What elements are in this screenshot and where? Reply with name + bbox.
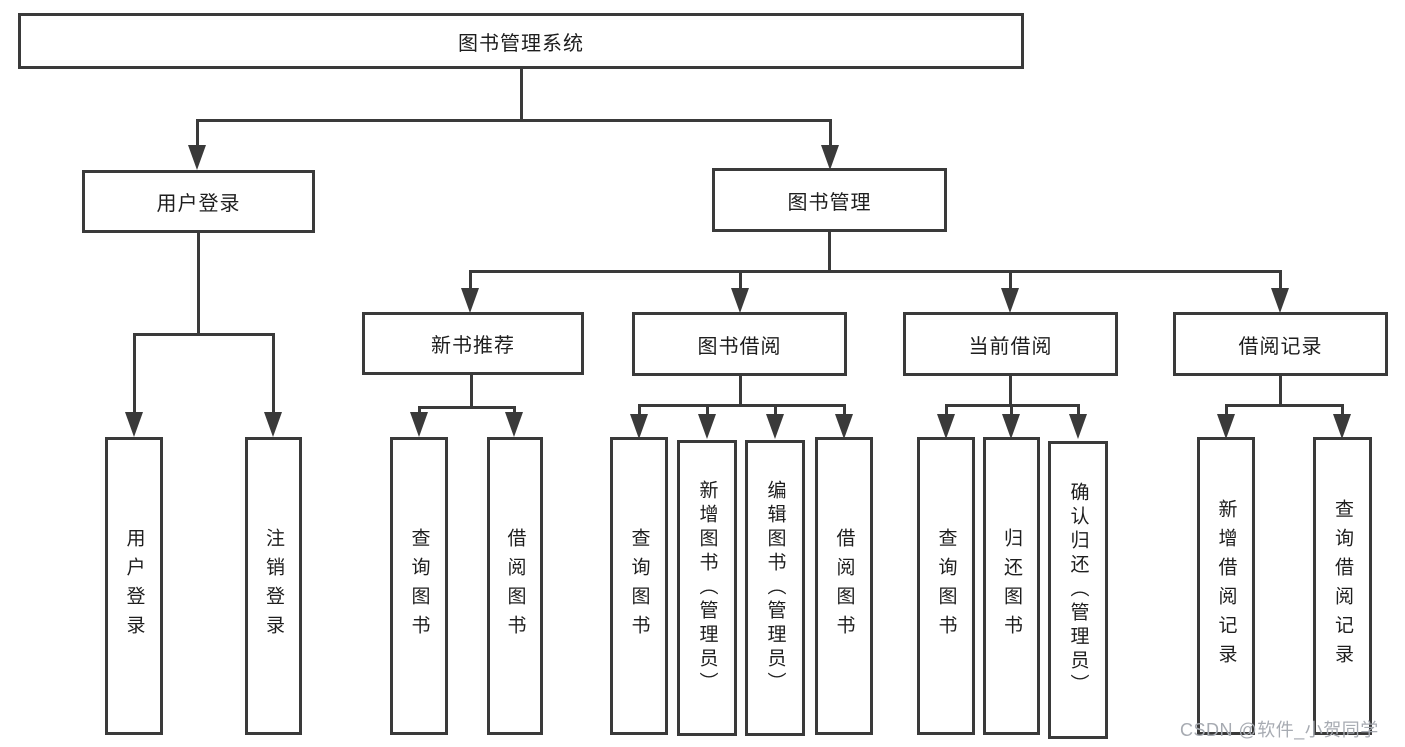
connector	[1341, 404, 1344, 416]
node-borrow-records: 借阅记录	[1173, 312, 1388, 376]
arrow-down-icon	[731, 288, 749, 313]
connector	[828, 232, 831, 273]
arrow-down-icon	[1001, 288, 1019, 313]
leaf-logout: 注销登录	[245, 437, 302, 735]
arrow-down-icon	[125, 412, 143, 437]
connector	[1225, 404, 1344, 407]
arrow-down-icon	[1002, 414, 1020, 439]
arrow-down-icon	[835, 414, 853, 439]
arrow-down-icon	[1333, 414, 1351, 439]
connector	[1225, 404, 1228, 416]
connector	[196, 119, 199, 149]
connector	[638, 404, 846, 407]
connector	[197, 233, 200, 336]
connector	[133, 333, 274, 336]
arrow-down-icon	[1217, 414, 1235, 439]
connector	[470, 375, 473, 409]
connector	[133, 333, 136, 413]
arrow-down-icon	[264, 412, 282, 437]
connector	[520, 69, 523, 122]
arrow-down-icon	[461, 288, 479, 313]
connector	[469, 270, 472, 290]
leaf-edit-book-admin: 编辑图书（管理员）	[745, 440, 805, 736]
leaf-query-books-borrow: 查询图书	[610, 437, 668, 735]
leaf-add-book-admin: 新增图书（管理员）	[677, 440, 737, 736]
connector	[843, 404, 846, 416]
node-user-login: 用户登录	[82, 170, 315, 233]
arrow-down-icon	[630, 414, 648, 439]
connector	[829, 119, 832, 149]
leaf-query-books-current: 查询图书	[917, 437, 975, 735]
leaf-add-borrow-record: 新增借阅记录	[1197, 437, 1255, 735]
connector	[418, 406, 421, 416]
leaf-query-borrow-record: 查询借阅记录	[1313, 437, 1372, 735]
leaf-query-books-recommend: 查询图书	[390, 437, 448, 735]
arrow-down-icon	[505, 412, 523, 437]
arrow-down-icon	[410, 412, 428, 437]
connector	[706, 404, 709, 416]
arrow-down-icon	[188, 145, 206, 170]
connector	[739, 270, 742, 290]
csdn-watermark: CSDN @软件_小贺同学	[1180, 720, 1379, 740]
leaf-borrow-books: 借阅图书	[815, 437, 873, 735]
connector	[513, 406, 516, 416]
arrow-down-icon	[698, 414, 716, 439]
leaf-user-login: 用户登录	[105, 437, 163, 735]
connector	[1077, 404, 1080, 416]
node-current-borrow: 当前借阅	[903, 312, 1118, 376]
connector	[418, 406, 516, 409]
connector	[739, 376, 742, 407]
leaf-confirm-return-admin: 确认归还（管理员）	[1048, 441, 1108, 739]
arrow-down-icon	[1069, 414, 1087, 439]
connector	[774, 404, 777, 416]
connector	[1010, 404, 1013, 416]
arrow-down-icon	[937, 414, 955, 439]
connector	[196, 119, 831, 122]
connector	[272, 333, 275, 413]
node-book-management: 图书管理	[712, 168, 947, 232]
connector	[1279, 270, 1282, 290]
leaf-return-books: 归还图书	[983, 437, 1040, 735]
connector	[945, 404, 948, 416]
leaf-borrow-books-recommend: 借阅图书	[487, 437, 543, 735]
connector	[1279, 376, 1282, 407]
connector	[638, 404, 641, 416]
arrow-down-icon	[1271, 288, 1289, 313]
connector	[469, 270, 1282, 273]
node-library-management-system: 图书管理系统	[18, 13, 1024, 69]
arrow-down-icon	[766, 414, 784, 439]
arrow-down-icon	[821, 145, 839, 170]
node-book-borrow: 图书借阅	[632, 312, 847, 376]
connector	[1009, 270, 1012, 290]
connector	[1009, 376, 1012, 407]
node-new-book-recommend: 新书推荐	[362, 312, 584, 375]
